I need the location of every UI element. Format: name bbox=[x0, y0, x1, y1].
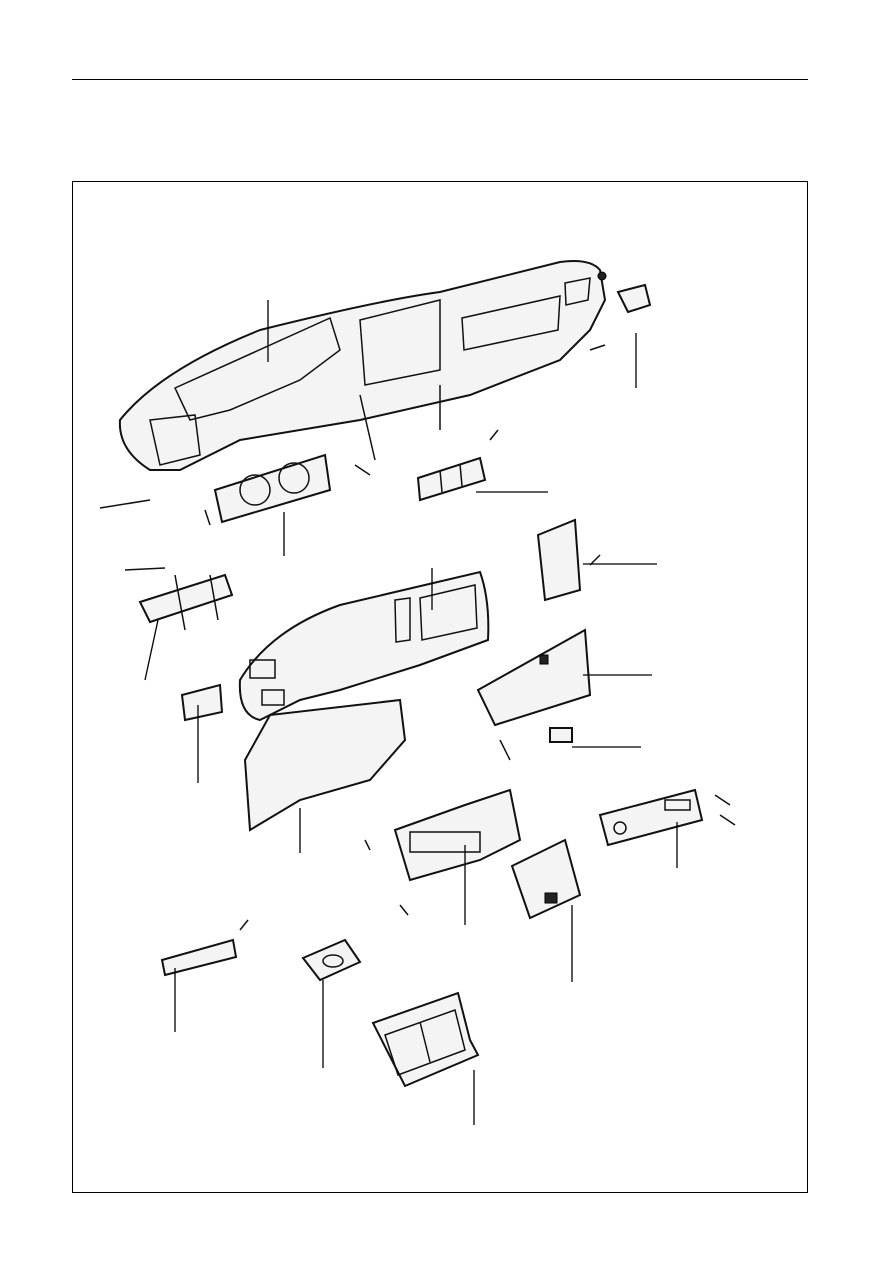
main-instrument-panel bbox=[118, 260, 607, 471]
switch-panel bbox=[180, 683, 224, 722]
heater-control-panel bbox=[160, 938, 238, 977]
cup-holder-bezel bbox=[301, 938, 362, 982]
header-rule bbox=[72, 79, 808, 80]
leader-lines bbox=[144, 300, 678, 1125]
audio-unit bbox=[598, 788, 704, 847]
left-vent-bracket bbox=[138, 573, 234, 631]
right-side-vent bbox=[536, 518, 582, 602]
lower-left-cover bbox=[243, 698, 407, 832]
console-trim-frame bbox=[371, 991, 480, 1088]
headlamp-switch-knob bbox=[597, 271, 652, 314]
fastener-screws bbox=[99, 344, 736, 931]
center-console-lower bbox=[393, 788, 522, 882]
ash-tray bbox=[510, 838, 582, 920]
glove-box bbox=[476, 628, 592, 727]
instrument-cluster bbox=[213, 453, 332, 524]
upper-trim-panel bbox=[238, 570, 490, 722]
glove-box-latch bbox=[549, 727, 573, 743]
diagram-frame bbox=[72, 181, 808, 1193]
center-vent bbox=[416, 456, 487, 502]
